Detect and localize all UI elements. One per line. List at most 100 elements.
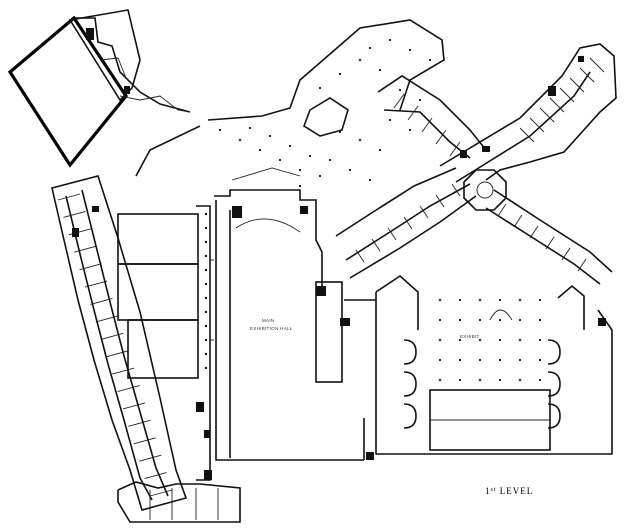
- column: [458, 318, 462, 322]
- loop-wall: [403, 339, 417, 365]
- room-divider: [407, 105, 419, 121]
- loop-wall: [547, 403, 561, 429]
- column: [478, 358, 482, 362]
- room-divider: [561, 247, 571, 261]
- loop-wall: [403, 403, 417, 429]
- column: [358, 138, 362, 142]
- column: [478, 298, 482, 302]
- room-divider: [101, 332, 124, 340]
- room-divider: [133, 437, 156, 445]
- column: [204, 296, 208, 300]
- column: [358, 58, 362, 62]
- room-divider: [79, 263, 102, 271]
- column: [498, 378, 502, 382]
- column: [408, 128, 412, 132]
- column: [388, 118, 392, 122]
- west-wing: [51, 175, 188, 511]
- room-divider: [539, 107, 555, 123]
- column: [438, 298, 442, 302]
- west-halls: [117, 205, 214, 481]
- column: [518, 298, 522, 302]
- room-divider: [84, 280, 108, 288]
- column: [238, 138, 242, 142]
- column: [458, 298, 462, 302]
- column: [368, 178, 372, 182]
- column: [204, 282, 208, 286]
- room-divider: [122, 402, 146, 410]
- column: [318, 86, 322, 90]
- column: [398, 88, 402, 92]
- column: [378, 68, 382, 72]
- column: [458, 358, 462, 362]
- room-divider: [74, 245, 97, 253]
- column: [538, 358, 542, 362]
- column: [478, 318, 482, 322]
- room-divider: [393, 93, 405, 109]
- room-divider: [128, 419, 151, 427]
- room-divider: [529, 117, 545, 133]
- column: [458, 378, 462, 382]
- column: [538, 298, 542, 302]
- room-divider: [559, 87, 575, 103]
- column: [204, 268, 208, 272]
- column: [498, 298, 502, 302]
- annex-building: [7, 9, 191, 168]
- room-divider: [149, 489, 173, 497]
- column: [408, 48, 412, 52]
- room-divider: [577, 258, 587, 272]
- column: [204, 338, 208, 342]
- column: [498, 338, 502, 342]
- room-divider: [106, 350, 129, 358]
- svg-text:EXHIBIT: EXHIBIT: [460, 334, 480, 339]
- column: [438, 378, 442, 382]
- column: [308, 154, 312, 158]
- column: [538, 338, 542, 342]
- north-lobby: [135, 19, 445, 218]
- column: [538, 378, 542, 382]
- northwest-wing: [377, 75, 487, 159]
- column: [378, 148, 382, 152]
- room-divider: [449, 141, 461, 157]
- room-divider: [63, 210, 86, 218]
- room-divider: [419, 205, 429, 219]
- column: [388, 38, 392, 42]
- room-divider: [519, 127, 535, 143]
- column: [204, 352, 208, 356]
- southeast-diagonal-wing: [485, 189, 613, 285]
- column: [298, 168, 302, 172]
- column: [428, 58, 432, 62]
- east-exhibit-block: EXHIBIT: [315, 274, 613, 460]
- column: [438, 338, 442, 342]
- svg-text:MAIN: MAIN: [262, 318, 274, 323]
- column: [338, 130, 342, 134]
- column: [538, 318, 542, 322]
- column: [368, 46, 372, 50]
- column: [458, 338, 462, 342]
- column: [204, 240, 208, 244]
- room-divider: [589, 57, 605, 73]
- column: [518, 318, 522, 322]
- room-divider: [421, 117, 433, 133]
- column: [298, 184, 302, 188]
- northeast-wing: [439, 43, 617, 183]
- column: [248, 126, 252, 130]
- room-divider: [529, 225, 539, 239]
- southwest-block: [117, 470, 241, 523]
- room-divider: [111, 367, 135, 375]
- column: [518, 338, 522, 342]
- room-divider: [513, 214, 523, 228]
- room-divider: [579, 67, 595, 83]
- column: [204, 212, 208, 216]
- room-divider: [144, 472, 167, 480]
- column: [338, 72, 342, 76]
- column: [204, 254, 208, 258]
- room-divider: [57, 193, 81, 201]
- room-divider: [549, 97, 565, 113]
- room-divider: [387, 227, 397, 241]
- column: [258, 148, 262, 152]
- column: [204, 366, 208, 370]
- room-divider: [139, 454, 162, 462]
- room-divider: [90, 298, 113, 305]
- column: [278, 158, 282, 162]
